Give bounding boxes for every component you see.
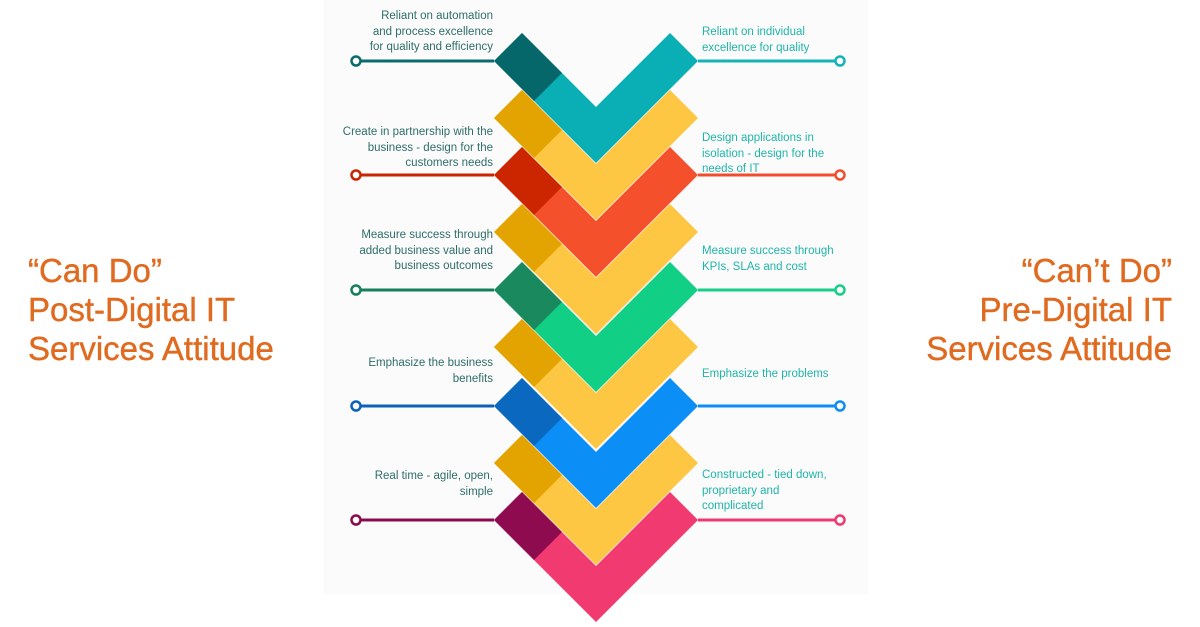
yellow-chevron-dark-tip [494,204,562,272]
cant-do-title-line-1: “Can’t Do” [1021,252,1172,289]
left-connector-dot-icon [350,400,362,412]
can-do-title-line-2: Post-Digital IT [28,291,236,328]
right-label-line: proprietary and [702,484,780,497]
right-connector-dot-icon [834,514,846,526]
right-label-line: Constructed - tied down, [702,469,827,481]
left-connector-dot-icon [350,169,362,181]
can-do-title-line-3: Services Attitude [28,330,274,367]
colored-chevron-dark-tip [494,378,562,446]
left-connector-dot-icon [350,55,362,67]
right-label-line: isolation - design for the [702,147,825,160]
left-label-business-value: Measure success through added business v… [313,228,493,275]
yellow-chevron-dark-tip [494,319,562,387]
right-label-line: Reliant on individual [702,26,805,38]
left-label-automation: Reliant on automation and process excell… [313,9,493,56]
left-label-line: added business value and [359,244,493,257]
yellow-chevron-dark-tip [494,435,562,503]
left-connector-dot-icon [350,514,362,526]
left-label-real-time: Real time - agile, open, simple [313,469,493,500]
right-label-line: Measure success through [702,245,834,257]
left-label-line: business - design for the [367,141,493,154]
can-do-title: “Can Do” Post-Digital IT Services Attitu… [28,251,274,368]
right-label-kpis: Measure success through KPIs, SLAs and c… [702,244,882,275]
yellow-chevron-dark-tip [494,90,562,158]
cant-do-title-line-3: Services Attitude [926,330,1172,367]
right-connector-dot-icon [834,169,846,181]
left-label-line: business outcomes [394,260,493,272]
cant-do-title: “Can’t Do” Pre-Digital IT Services Attit… [926,251,1172,368]
left-label-partnership: Create in partnership with the business … [313,125,493,172]
left-label-line: Measure success through [361,229,493,241]
left-label-line: and process excellence [372,25,493,38]
right-label-line: needs of IT [702,163,760,175]
left-label-benefits: Emphasize the business benefits [313,356,493,387]
left-label-line: Emphasize the business [368,357,493,369]
right-label-line: Emphasize the problems [702,368,829,380]
right-connector-dot-icon [834,284,846,296]
right-label-problems: Emphasize the problems [702,367,882,383]
right-label-individual: Reliant on individual excellence for qua… [702,25,882,56]
colored-chevron-dark-tip [494,492,562,560]
left-label-line: customers needs [405,157,493,169]
left-label-line: Create in partnership with the [342,126,493,138]
left-label-line: Reliant on automation [381,10,493,22]
right-label-line: Design applications in [702,132,814,144]
can-do-title-line-1: “Can Do” [28,252,162,289]
left-label-line: for quality and efficiency [369,41,493,53]
right-label-line: excellence for quality [702,41,810,54]
left-label-line: simple [459,485,493,498]
left-label-line: benefits [452,372,493,385]
right-label-isolation: Design applications in isolation - desig… [702,131,882,178]
cant-do-title-line-2: Pre-Digital IT [979,291,1172,328]
colored-chevron-dark-tip [494,33,562,101]
right-connector-dot-icon [834,400,846,412]
colored-chevron-dark-tip [494,262,562,330]
colored-chevron-dark-tip [494,147,562,215]
right-label-line: complicated [702,500,764,512]
right-label-constructed: Constructed - tied down, proprietary and… [702,468,882,515]
right-connector-dot-icon [834,55,846,67]
right-label-line: KPIs, SLAs and cost [702,260,807,273]
left-connector-dot-icon [350,284,362,296]
left-label-line: Real time - agile, open, [374,470,493,482]
